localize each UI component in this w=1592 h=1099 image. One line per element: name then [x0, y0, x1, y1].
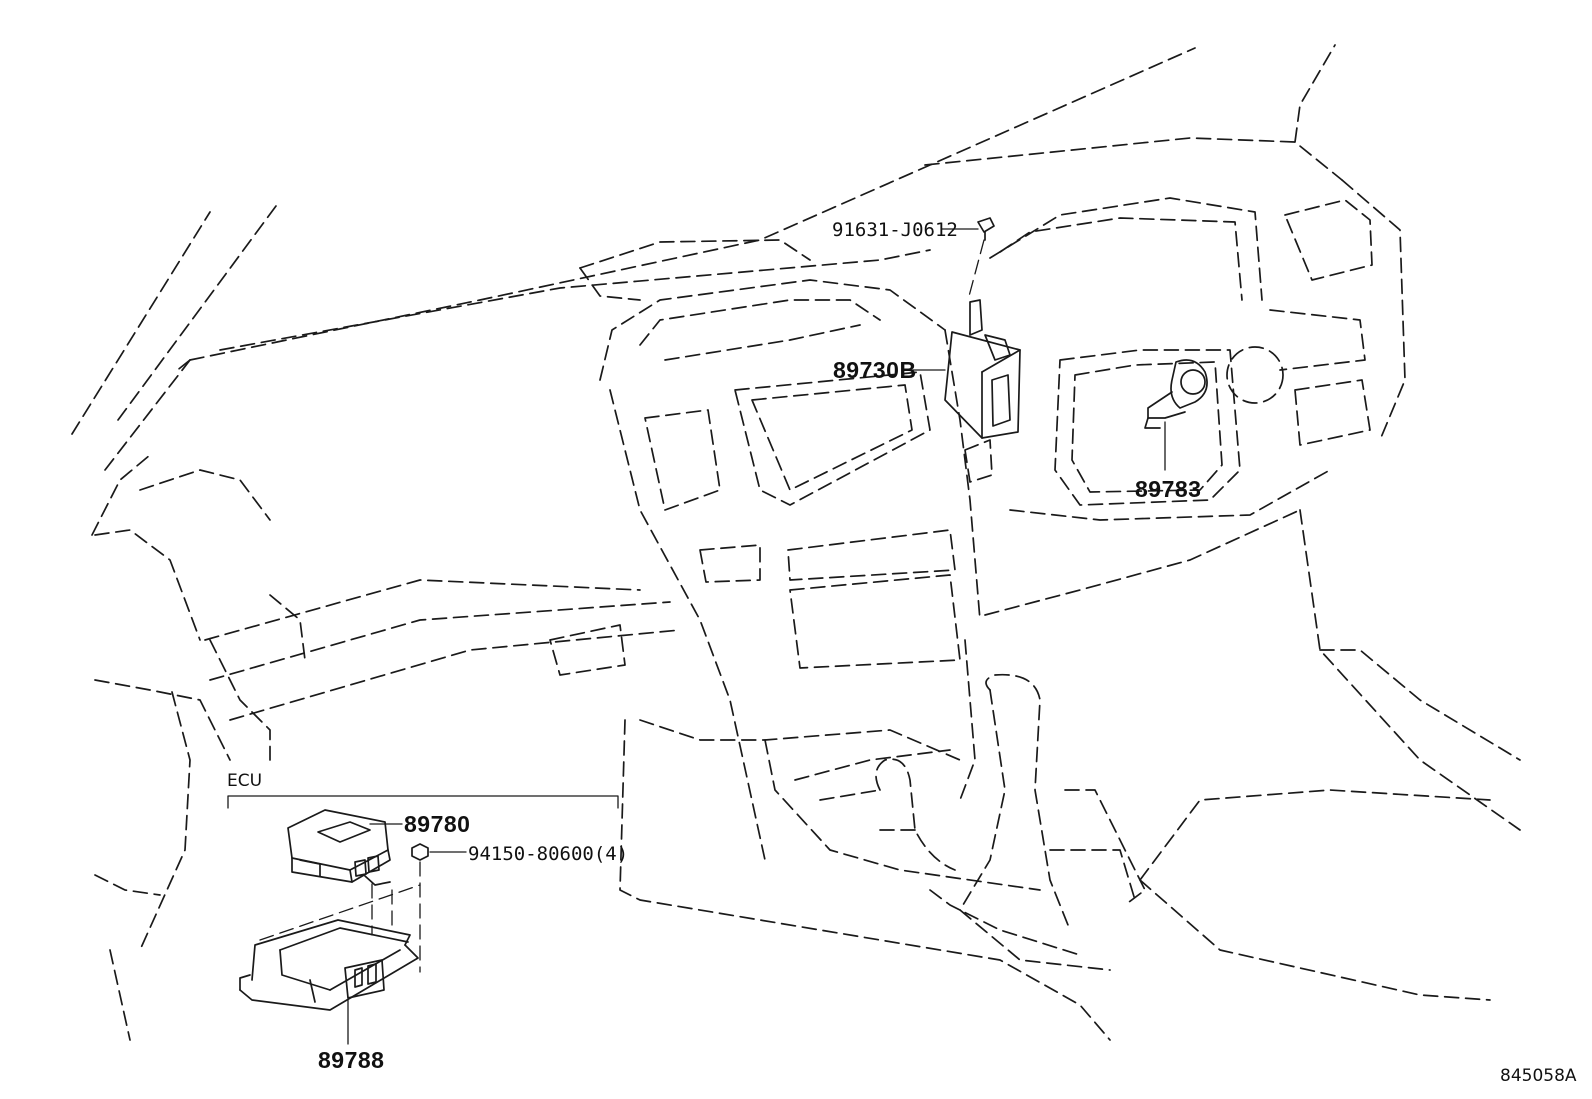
callout-nut: 94150-80600(4)	[468, 843, 628, 865]
ecu-group-bracket	[227, 795, 619, 809]
screw-part	[967, 217, 995, 301]
center-console	[619, 639, 1146, 1041]
bracket-part	[239, 883, 421, 1011]
dashboard-upper-outline	[94, 44, 1406, 641]
callout-screw: 91631-J0612	[832, 219, 958, 241]
left-dashboard	[94, 579, 681, 1041]
a-pillar-left	[71, 205, 277, 536]
ecu-unit-part	[287, 809, 391, 886]
reference-code: 845058A	[1500, 1066, 1577, 1086]
instrument-cluster	[989, 197, 1373, 521]
callout-ignition-sensor: 89783	[1135, 476, 1201, 502]
center-cluster	[599, 279, 993, 861]
callout-bracket: 89788	[318, 1047, 384, 1073]
nut-part	[411, 843, 429, 973]
callout-ecu-group: ECU	[227, 771, 262, 791]
upper-module-part	[944, 299, 1021, 439]
callout-module-upper: 89730B	[833, 357, 917, 383]
right-dashboard	[984, 509, 1521, 1001]
ignition-sensor-part	[1144, 346, 1284, 429]
callout-ecu-unit: 89780	[404, 811, 470, 837]
